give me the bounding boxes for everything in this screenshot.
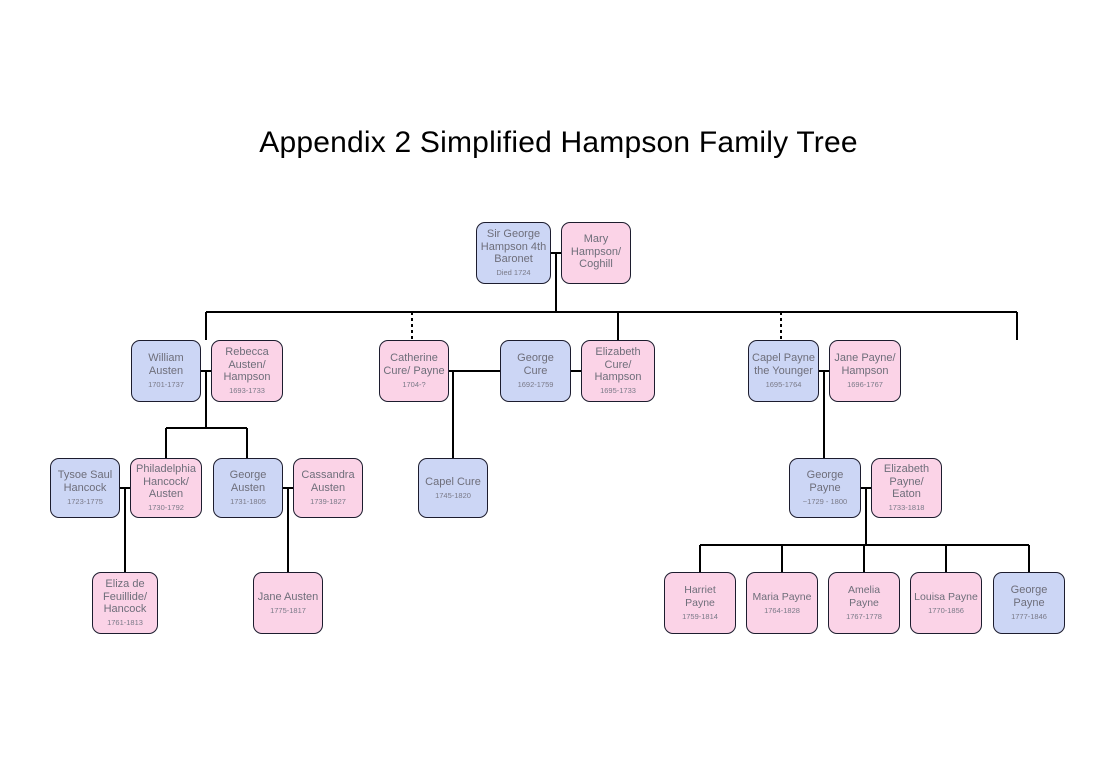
person-dates: Died 1724 [496,268,531,277]
person-eliza-de-feuillide-hancock[interactable]: Eliza de Feuillide/ Hancock 1761-1813 [92,572,158,634]
person-dates: 1692-1759 [517,379,554,389]
person-name: George Payne [806,469,844,494]
person-george-cure[interactable]: George Cure 1692-1759 [500,340,571,402]
person-jane-austen[interactable]: Jane Austen 1775-1817 [253,572,323,634]
person-dates: ~1729 - 1800 [802,496,848,506]
person-dates: 1730-1792 [148,503,184,512]
person-name: Capel Payne the Younger [752,352,815,377]
person-maria-payne[interactable]: Maria Payne 1764-1828 [746,572,818,634]
person-dates: 1723-1775 [67,496,103,506]
person-capel-payne-younger[interactable]: Capel Payne the Younger 1695-1764 [748,340,819,402]
person-name: Catherine Cure/ Payne [383,352,445,377]
person-name: Jane Austen [257,590,319,603]
page-title: Appendix 2 Simplified Hampson Family Tre… [259,126,858,159]
person-name: Rebecca Austen/ Hampson [223,346,271,383]
person-name: Capel Cure [425,475,481,488]
person-george-austen[interactable]: George Austen 1731-1805 [213,458,283,518]
person-name: Amelia Payne [847,584,881,609]
person-dates: 1701-1737 [148,379,184,389]
person-dates: 1733-1818 [888,503,925,512]
person-george-payne[interactable]: George Payne ~1729 - 1800 [789,458,861,518]
person-name: Louisa Payne [914,590,978,603]
person-dates: 1767-1778 [846,611,882,621]
person-capel-cure[interactable]: Capel Cure 1745-1820 [418,458,488,518]
person-harriet-payne[interactable]: Harriet Payne 1759-1814 [664,572,736,634]
person-catherine-cure-payne[interactable]: Catherine Cure/ Payne 1704-? [379,340,449,402]
person-name: Maria Payne [752,590,812,603]
person-name: Philadelphia Hancock/ Austen [136,463,196,500]
person-name: Cassandra Austen [301,469,355,494]
person-tysoe-saul-hancock[interactable]: Tysoe Saul Hancock 1723-1775 [50,458,120,518]
person-william-austen[interactable]: William Austen 1701-1737 [131,340,201,402]
person-louisa-payne[interactable]: Louisa Payne 1770-1856 [910,572,982,634]
person-dates: 1693-1733 [229,386,265,395]
person-elizabeth-cure-hampson[interactable]: Elizabeth Cure/ Hampson 1695-1733 [581,340,655,402]
person-sir-george-hampson[interactable]: Sir George Hampson 4th Baronet Died 1724 [476,222,551,284]
person-dates: 1696-1767 [847,379,883,389]
person-dates: 1775-1817 [270,605,306,615]
person-mary-hampson-coghill[interactable]: Mary Hampson/ Coghill [561,222,631,284]
person-name: Tysoe Saul Hancock [57,469,113,494]
person-george-payne-jr[interactable]: George Payne 1777-1846 [993,572,1065,634]
person-name: Eliza de Feuillide/ Hancock [102,578,148,615]
person-dates: 1695-1733 [600,386,636,395]
person-name: Sir George Hampson 4th Baronet [480,228,547,265]
person-elizabeth-payne-eaton[interactable]: Elizabeth Payne/ Eaton 1733-1818 [871,458,942,518]
person-dates: 1759-1814 [682,611,718,621]
person-name: Jane Payne/ Hampson [834,352,896,377]
person-rebecca-austen-hampson[interactable]: Rebecca Austen/ Hampson 1693-1733 [211,340,283,402]
person-dates: 1731-1805 [230,496,266,506]
person-dates: 1695-1764 [765,379,802,389]
person-dates: 1770-1856 [928,605,964,615]
person-name: Elizabeth Payne/ Eaton [883,463,930,500]
person-dates: 1777-1846 [1011,611,1047,621]
person-jane-payne-hampson[interactable]: Jane Payne/ Hampson 1696-1767 [829,340,901,402]
person-dates: 1761-1813 [107,618,143,627]
person-name: Elizabeth Cure/ Hampson [594,346,642,383]
person-cassandra-austen[interactable]: Cassandra Austen 1739-1827 [293,458,363,518]
person-name: Harriet Payne [684,584,716,609]
person-amelia-payne[interactable]: Amelia Payne 1767-1778 [828,572,900,634]
person-name: Mary Hampson/ Coghill [570,233,622,270]
person-dates: 1704-? [402,379,426,389]
person-name: William Austen [148,352,184,377]
person-dates: 1764-1828 [764,605,800,615]
person-name: George Austen [229,469,267,494]
person-name: George Cure [517,352,554,377]
person-dates: 1745-1820 [435,490,471,500]
person-dates: 1739-1827 [310,496,346,506]
person-name: George Payne [1010,584,1048,609]
person-philadelphia-hancock-austen[interactable]: Philadelphia Hancock/ Austen 1730-1792 [130,458,202,518]
